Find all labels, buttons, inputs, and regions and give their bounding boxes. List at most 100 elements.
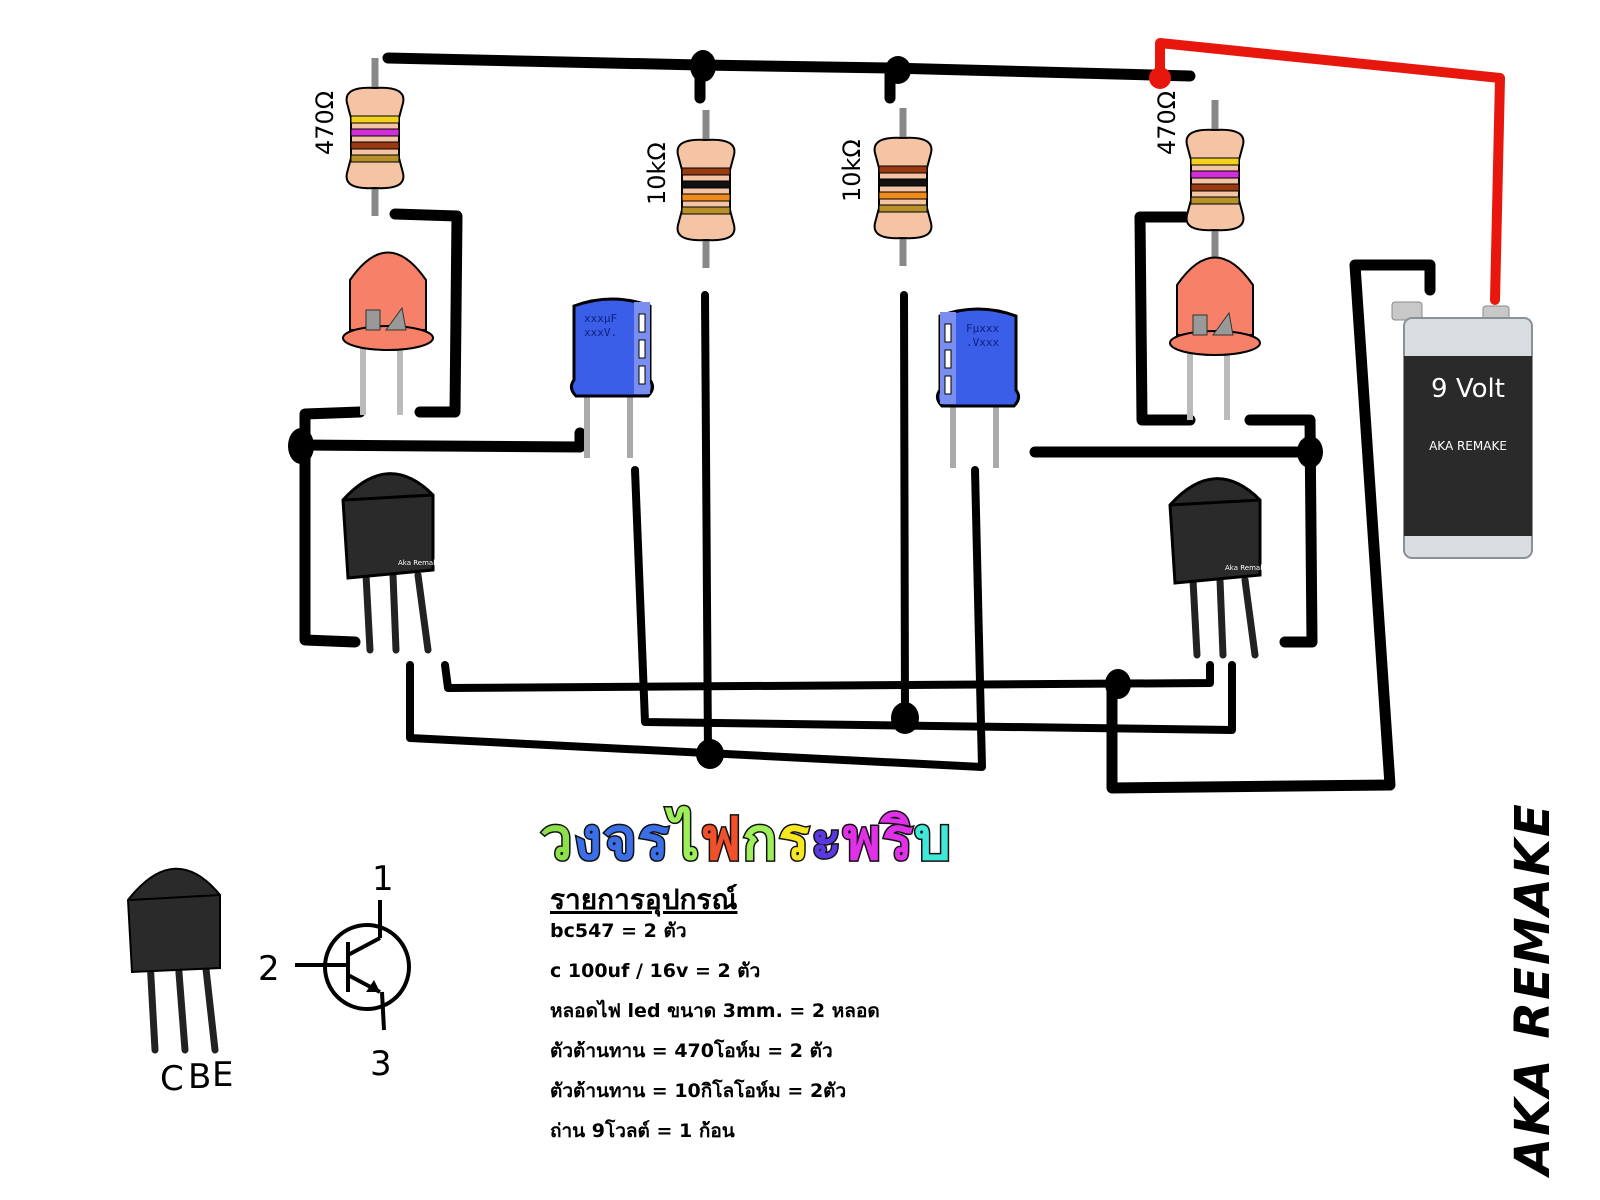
resistor-band xyxy=(681,206,731,215)
resistor-r2: 10kΩ xyxy=(643,110,736,268)
resistor-band xyxy=(1190,170,1240,179)
capacitor-value: xxxµF xyxy=(584,312,617,325)
wire-led1-to-q1 xyxy=(299,406,366,648)
title-letter: ร xyxy=(636,804,671,875)
resistor-band xyxy=(350,154,400,163)
title-letter: จ xyxy=(601,804,638,875)
transistor-package-icon xyxy=(126,867,221,974)
leds xyxy=(342,251,1261,420)
symbol-pin-2: 2 xyxy=(258,949,280,989)
battery: 9 Volt AKA REMAKE xyxy=(1391,301,1533,559)
parts-list-item: ตัวต้านทาน = 470โอห์ม = 2 ตัว xyxy=(550,1040,833,1062)
wire-r4-to-led2 xyxy=(1134,211,1196,426)
transistor-q2: Aka Remake xyxy=(1168,477,1268,659)
wire-battery-negative xyxy=(1106,259,1436,794)
wire-positive-rail xyxy=(382,52,1196,82)
title-letter: บ xyxy=(913,804,953,875)
junction-dot xyxy=(696,739,724,769)
transistor-lead xyxy=(1241,576,1259,659)
resistor-band xyxy=(350,141,400,150)
title-letter: ว xyxy=(539,804,575,875)
parts-list-item: ตัวต้านทาน = 10กิโลโอห์ม = 2ตัว xyxy=(550,1080,847,1102)
transistor-lead xyxy=(362,571,374,654)
resistor-r3: 10kΩ xyxy=(838,108,933,266)
resistor-band xyxy=(878,204,928,213)
wire-c1-to-q2-base xyxy=(631,466,1236,734)
led-led1 xyxy=(342,251,434,415)
transistor-lead xyxy=(389,571,400,654)
junction-dot xyxy=(1297,436,1323,468)
wire-node-to-c1 xyxy=(294,427,586,453)
wire-emitters-ground xyxy=(441,661,1214,692)
resistor-label: 470Ω xyxy=(1153,91,1181,155)
pin-label-e: E xyxy=(212,1055,233,1095)
resistor-body xyxy=(1185,128,1245,232)
symbol-pin-1: 1 xyxy=(372,859,394,899)
resistor-band xyxy=(350,115,400,124)
diagram-title: วงจรไฟกระพริบ xyxy=(539,792,953,885)
resistor-body xyxy=(873,136,933,240)
wire-led2-to-q2 xyxy=(1244,414,1318,648)
junction-dot xyxy=(288,428,314,464)
capacitor-value: Fµxxx xyxy=(966,322,999,335)
watermark: AKA REMAKE xyxy=(1505,802,1561,1175)
parts-list-item: bc547 = 2 ตัว xyxy=(550,920,687,942)
resistor-body xyxy=(345,86,405,190)
capacitor-body xyxy=(935,307,1021,408)
junction-dot-red xyxy=(1149,67,1171,89)
parts-list-item: หลอดไฟ led ขนาด 3mm. = 2 หลอด xyxy=(550,1000,880,1022)
led-rim xyxy=(1169,330,1261,356)
title-letter: ฟ xyxy=(699,804,743,875)
resistor-band xyxy=(681,180,731,189)
wire-c2-to-q1-base xyxy=(406,466,986,771)
wire-r3-down xyxy=(900,291,909,722)
wire-r1-to-led1 xyxy=(389,208,463,418)
transistor-mark: Aka Remake xyxy=(398,559,441,567)
led-led2 xyxy=(1169,256,1261,420)
resistor-band xyxy=(350,128,400,137)
wires xyxy=(294,38,1505,794)
pin-e-lead xyxy=(201,956,219,1054)
wire-r2-down xyxy=(701,291,712,759)
transistor-pinout: C B E 1 2 3 xyxy=(126,859,411,1099)
resistor-r1: 470Ω xyxy=(311,58,405,216)
pin-label-c: C xyxy=(160,1059,184,1099)
resistor-band xyxy=(1190,196,1240,205)
junction-dot xyxy=(885,56,911,84)
title-letter: ร xyxy=(777,804,811,875)
title-letter: ง xyxy=(572,804,603,875)
title-letter: พ xyxy=(841,804,882,875)
title-letter: ะ xyxy=(809,804,843,875)
capacitor-body xyxy=(569,297,655,398)
capacitor-voltage: xxxV. xyxy=(584,326,617,339)
battery-label-panel xyxy=(1404,356,1532,536)
transistor-q1: Aka Remake xyxy=(341,472,441,654)
pin-label-b: B xyxy=(188,1057,211,1097)
title-letter: ไ xyxy=(669,804,701,875)
led-rim xyxy=(342,325,434,351)
transistor-lead xyxy=(414,571,432,654)
transistors: Aka Remake Aka Remake xyxy=(341,472,1268,659)
resistor-body xyxy=(676,138,736,242)
junction-dot xyxy=(1105,669,1131,699)
junctions xyxy=(288,50,1323,769)
npn-symbol-icon xyxy=(295,900,411,1031)
led-dome xyxy=(349,251,427,331)
resistor-label: 470Ω xyxy=(311,91,339,155)
capacitor-voltage: .Vxxx xyxy=(966,336,999,349)
resistor-label: 10kΩ xyxy=(838,139,866,202)
resistor-band xyxy=(878,191,928,200)
parts-list-item: ถ่าน 9โวลต์ = 1 ก้อน xyxy=(550,1120,735,1142)
parts-list-item: c 100uf / 16v = 2 ตัว xyxy=(550,960,761,982)
battery-brand-label: AKA REMAKE xyxy=(1429,439,1507,453)
title-letter: ริ xyxy=(880,804,915,875)
capacitor-c2: Fµxxx.Vxxx xyxy=(935,307,1021,468)
resistor-label: 10kΩ xyxy=(643,142,671,205)
resistor-band xyxy=(1190,157,1240,166)
pin-b-lead xyxy=(174,956,189,1054)
resistor-band xyxy=(681,193,731,202)
resistor-band xyxy=(878,178,928,187)
